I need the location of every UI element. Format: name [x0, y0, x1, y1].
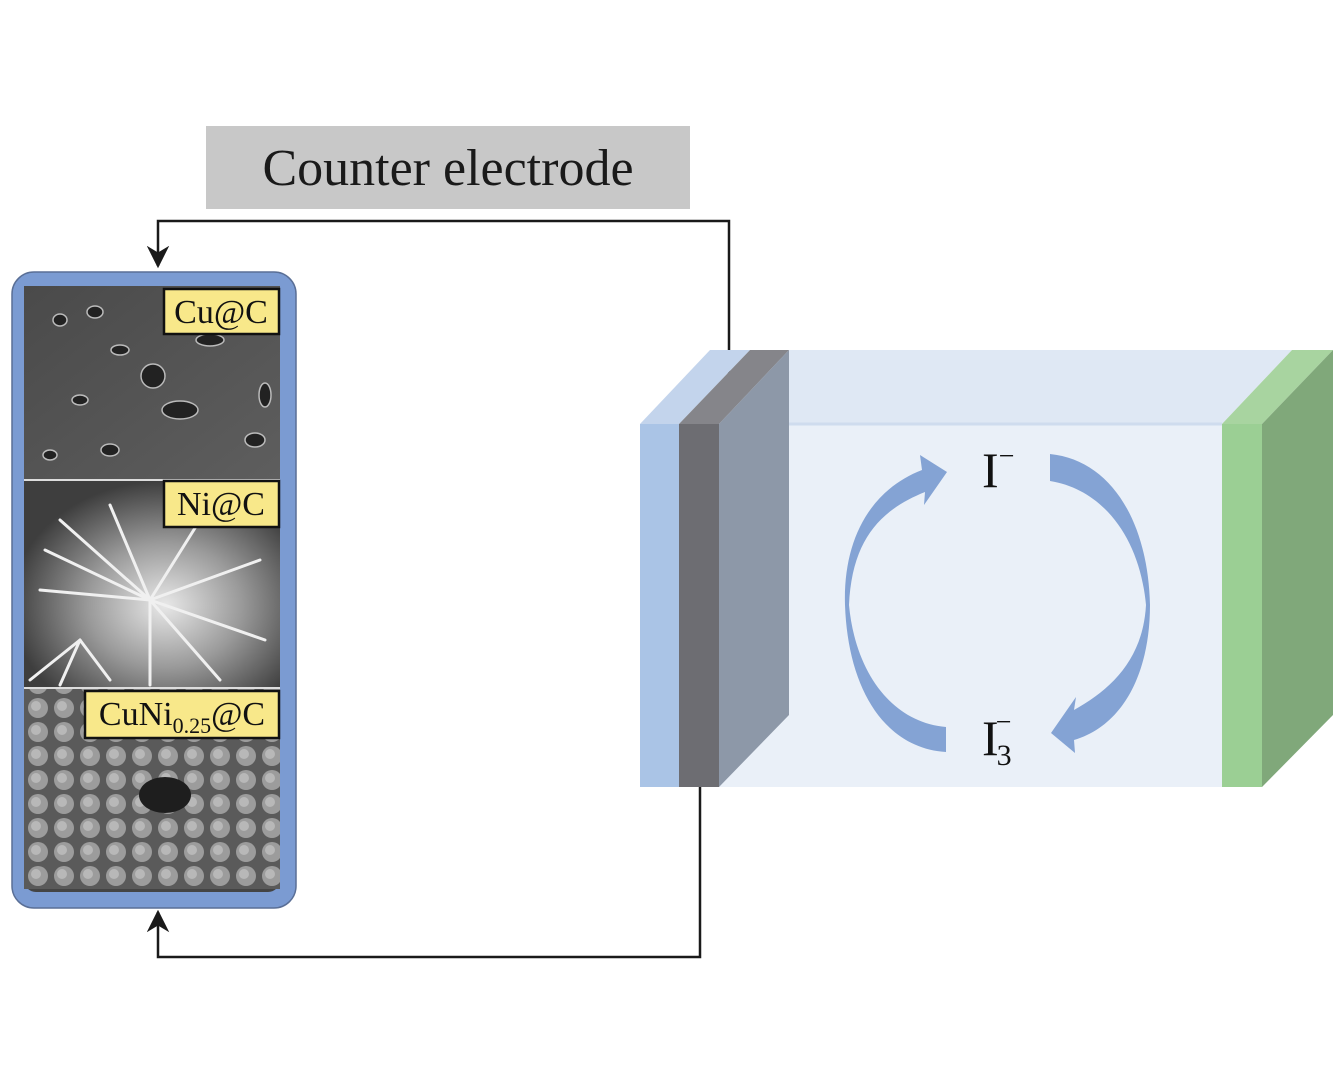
triiodide-label: I3−	[982, 707, 1012, 772]
bottom-wire	[146, 787, 702, 959]
counter-electrode-title-box: Counter electrode	[206, 126, 690, 209]
electrolyte	[719, 424, 1222, 787]
svg-text:Cu@C: Cu@C	[174, 294, 268, 331]
iodide-label: I−	[982, 441, 1014, 498]
green-electrode	[1222, 424, 1262, 787]
glass-substrate	[640, 424, 679, 787]
cycle-arrow-down-icon	[1050, 454, 1150, 753]
svg-text:Ni@C: Ni@C	[177, 486, 265, 523]
cycle-arrow-up-icon	[844, 455, 947, 752]
label-ni-c: Ni@C	[162, 479, 281, 529]
label-cu-c: Cu@C	[162, 287, 281, 336]
electrode-top	[679, 350, 789, 424]
solar-cell: I− I3−	[640, 350, 1333, 787]
glass-top	[640, 350, 750, 424]
electrolyte-top	[719, 350, 1292, 424]
green-side	[1262, 350, 1333, 787]
sample-panel: Cu@C Ni@C CuNi0.25@C	[11, 271, 297, 909]
label-cuni-c: CuNi0.25@C	[83, 689, 281, 740]
top-wire	[146, 219, 731, 392]
sem-image-ni	[24, 481, 280, 688]
green-top	[1222, 350, 1333, 424]
electrode	[679, 424, 719, 787]
electrode-side	[719, 350, 789, 787]
svg-text:CuNi0.25@C: CuNi0.25@C	[99, 696, 265, 738]
counter-electrode-title: Counter electrode	[262, 140, 633, 197]
